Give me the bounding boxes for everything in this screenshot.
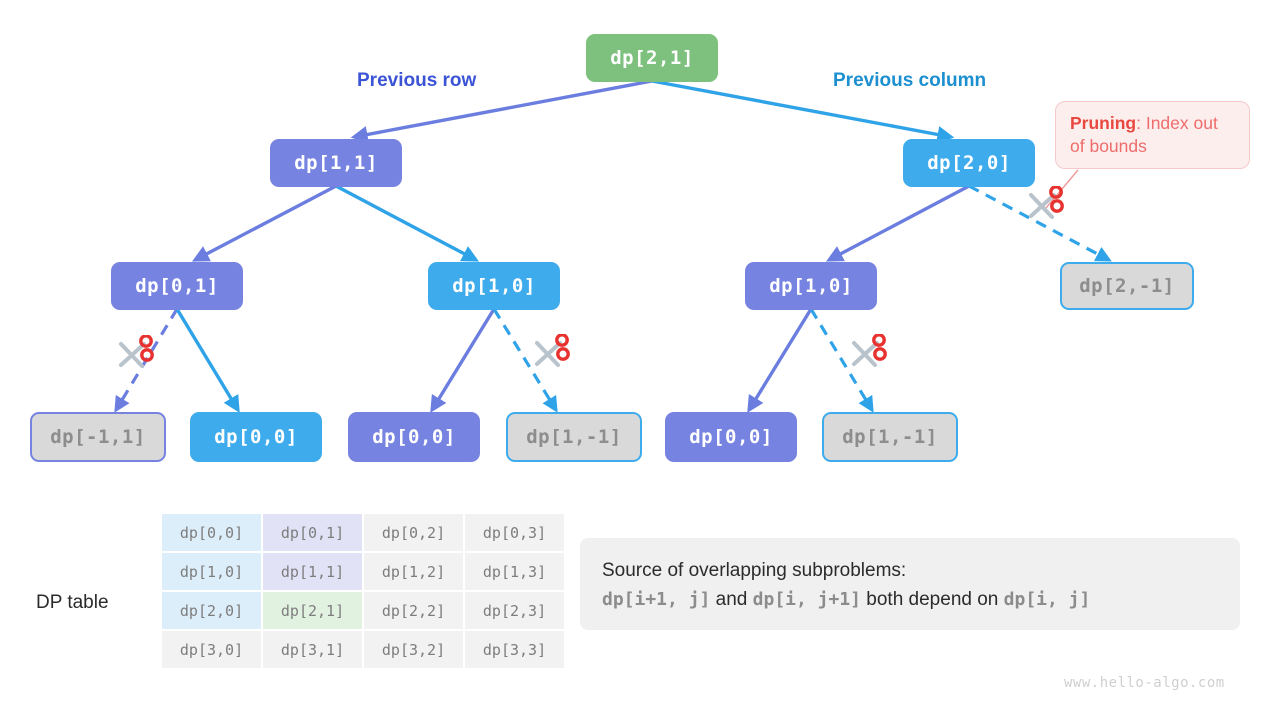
- dp-table-cell: dp[1,0]: [162, 553, 261, 590]
- dp-table-row: dp[2,0]dp[2,1]dp[2,2]dp[2,3]: [162, 592, 564, 629]
- tree-node-label: dp[1,-1]: [842, 426, 938, 448]
- dp-table-cell: dp[0,2]: [364, 514, 463, 551]
- dp-table-cell: dp[2,0]: [162, 592, 261, 629]
- pruning-callout: Pruning: Index out of bounds: [1055, 101, 1250, 170]
- dp-table-cell: dp[1,3]: [465, 553, 564, 590]
- dp-table-cell: dp[0,1]: [263, 514, 362, 551]
- tree-node-label: dp[0,1]: [135, 275, 219, 297]
- caption-previous-row: Previous row: [357, 70, 477, 91]
- note-code-dp-i-j: dp[i, j]: [1003, 589, 1091, 611]
- edge-n1-to-n3: [191, 184, 337, 262]
- dp-table-cell: dp[3,0]: [162, 631, 261, 668]
- edge-n4-to-n9: [430, 308, 496, 413]
- scissors-icon: [528, 333, 570, 376]
- dp-table-cell: dp[2,1]: [263, 592, 362, 629]
- dp-table-cell: dp[0,0]: [162, 514, 261, 551]
- dp-table-row: dp[1,0]dp[1,1]dp[1,2]dp[1,3]: [162, 553, 564, 590]
- scissors-icon: [1022, 185, 1064, 228]
- tree-node-dp2-1: dp[2,-1]: [1060, 262, 1194, 310]
- tree-node-dp00: dp[0,0]: [665, 412, 797, 462]
- tree-node-label: dp[1,0]: [769, 275, 853, 297]
- note-text-depend: both depend on: [861, 589, 1004, 611]
- pruning-callout-text: : Index out of bounds: [1070, 113, 1218, 157]
- scissors-icon: [112, 334, 154, 377]
- tree-node-label: dp[1,0]: [452, 275, 536, 297]
- tree-node-dp10: dp[1,0]: [745, 262, 877, 310]
- tree-node-label: dp[0,0]: [372, 426, 456, 448]
- dp-table-cell: dp[3,1]: [263, 631, 362, 668]
- dp-table-cell: dp[2,2]: [364, 592, 463, 629]
- tree-node-dp21: dp[2,1]: [586, 34, 718, 82]
- edge-n3-to-n8: [175, 308, 240, 413]
- dp-table-label: DP table: [36, 592, 109, 613]
- tree-node-label: dp[2,1]: [610, 47, 694, 69]
- tree-node-dp10: dp[1,0]: [428, 262, 560, 310]
- tree-node-dp1-1: dp[1,-1]: [506, 412, 642, 462]
- note-line-1: Source of overlapping subproblems:: [602, 560, 907, 581]
- note-line-2: dp[i+1, j] and dp[i, j+1] both depend on…: [602, 585, 1218, 614]
- dp-table-row: dp[0,0]dp[0,1]dp[0,2]dp[0,3]: [162, 514, 564, 551]
- caption-previous-column: Previous column: [833, 70, 987, 91]
- note-code-dp-i1-j: dp[i+1, j]: [602, 589, 711, 611]
- tree-node-label: dp[2,0]: [927, 152, 1011, 174]
- tree-node-label: dp[-1,1]: [50, 426, 146, 448]
- tree-node-label: dp[0,0]: [689, 426, 773, 448]
- dp-table-cell: dp[3,3]: [465, 631, 564, 668]
- tree-node-dp01: dp[0,1]: [111, 262, 243, 310]
- tree-node-label: dp[0,0]: [214, 426, 298, 448]
- scissors-icon: [845, 333, 887, 376]
- edge-n5-to-n11: [747, 308, 813, 413]
- tree-node-dp20: dp[2,0]: [903, 139, 1035, 187]
- tree-node-dp-11: dp[-1,1]: [30, 412, 166, 462]
- dp-table: dp[0,0]dp[0,1]dp[0,2]dp[0,3]dp[1,0]dp[1,…: [160, 512, 566, 670]
- tree-node-label: dp[1,1]: [294, 152, 378, 174]
- dp-table-cell: dp[1,2]: [364, 553, 463, 590]
- edge-n1-to-n4: [335, 184, 480, 262]
- note-code-dp-i-j1: dp[i, j+1]: [752, 589, 862, 611]
- tree-node-label: dp[1,-1]: [526, 426, 622, 448]
- tree-node-dp00: dp[0,0]: [190, 412, 322, 462]
- note-text-and: and: [710, 589, 753, 611]
- edge-n2-to-n5: [825, 184, 970, 262]
- dp-table-cell: dp[2,3]: [465, 592, 564, 629]
- tree-node-dp00: dp[0,0]: [348, 412, 480, 462]
- dp-table-cell: dp[0,3]: [465, 514, 564, 551]
- dp-table-cell: dp[1,1]: [263, 553, 362, 590]
- watermark: www.hello-algo.com: [1064, 675, 1225, 691]
- dp-table-row: dp[3,0]dp[3,1]dp[3,2]dp[3,3]: [162, 631, 564, 668]
- tree-node-dp11: dp[1,1]: [270, 139, 402, 187]
- pruning-callout-title: Pruning: [1070, 113, 1137, 133]
- overlapping-subproblems-note: Source of overlapping subproblems: dp[i+…: [580, 538, 1240, 630]
- tree-node-label: dp[2,-1]: [1079, 275, 1175, 297]
- dp-table-cell: dp[3,2]: [364, 631, 463, 668]
- tree-node-dp1-1: dp[1,-1]: [822, 412, 958, 462]
